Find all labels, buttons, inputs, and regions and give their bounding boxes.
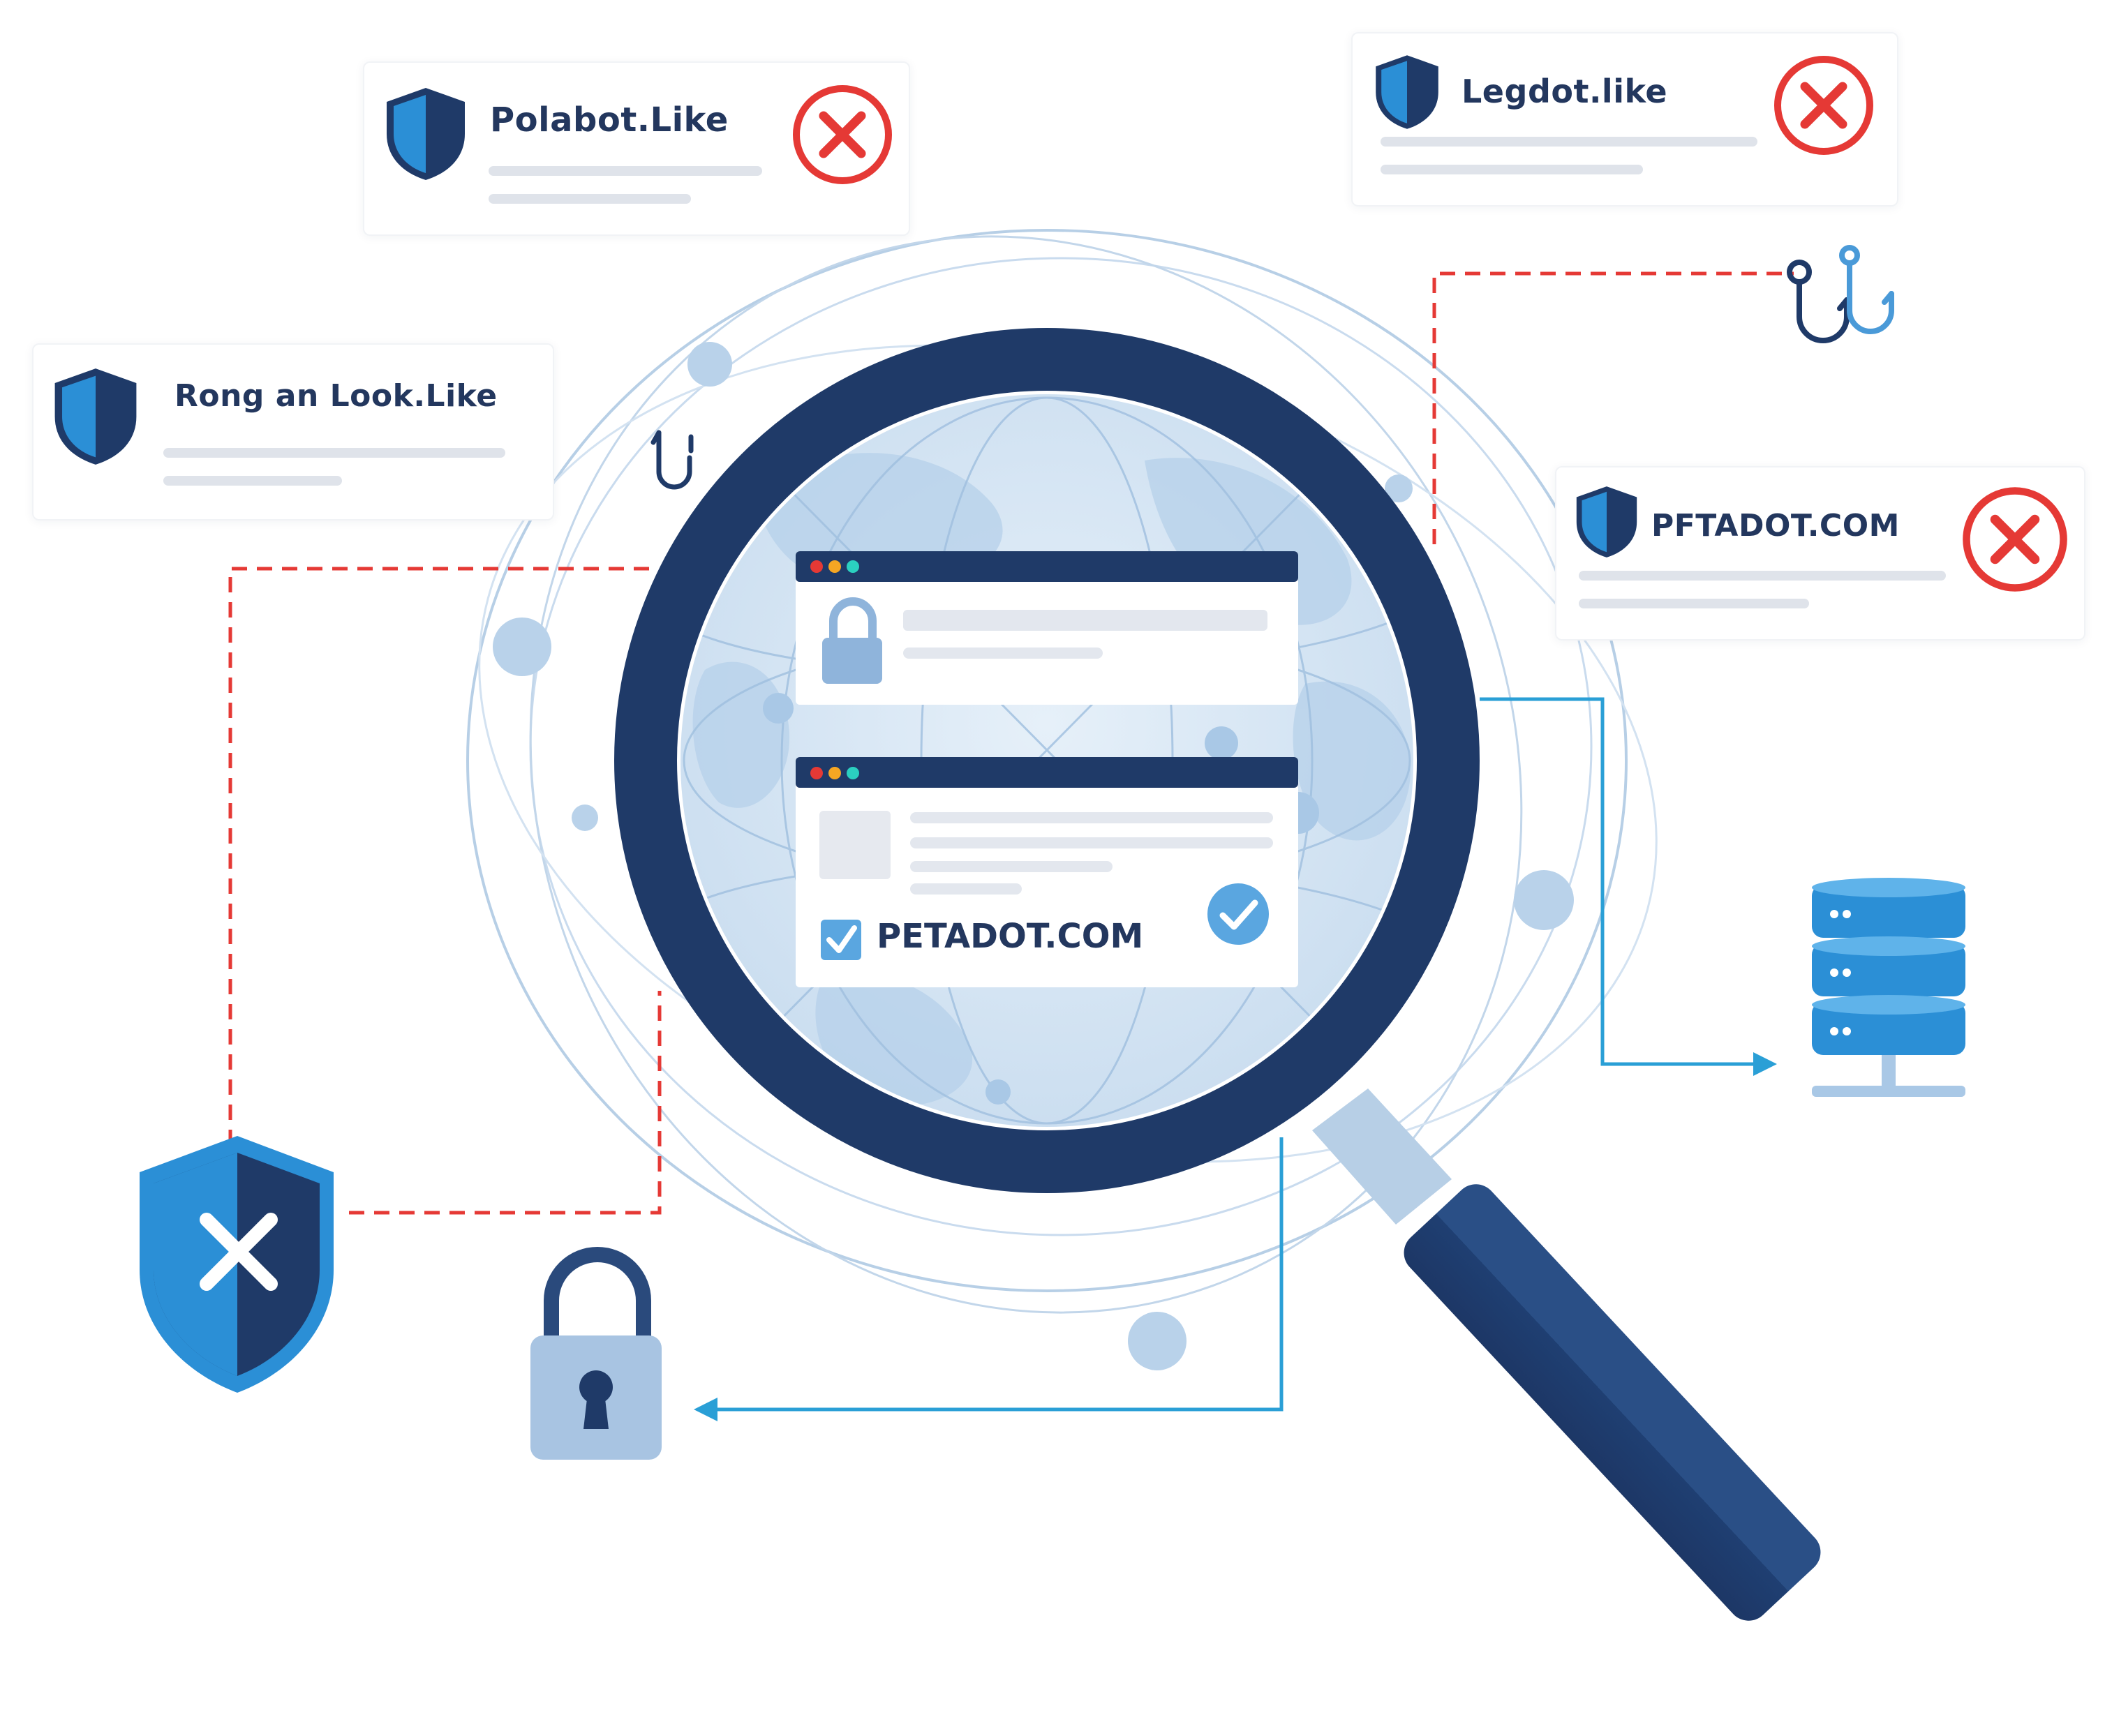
card-text-line <box>1381 165 1643 174</box>
verified-window <box>796 757 1298 987</box>
reject-icon <box>793 85 892 184</box>
card-text-line <box>1579 599 1809 608</box>
network-nodes <box>493 342 1574 1370</box>
card-text-line <box>163 448 505 458</box>
shield-icon <box>1376 55 1438 129</box>
card-text-line <box>1381 137 1757 147</box>
domain-card-polabot: Polabot.Like <box>363 61 910 236</box>
card-title: PFTADOT.COM <box>1651 508 1900 544</box>
domain-card-pftadot: PFTADOT.COM <box>1555 466 2085 641</box>
server-icon <box>1812 878 1965 1097</box>
magnifier-rim <box>614 328 1480 1193</box>
lock-icon-window <box>822 597 882 684</box>
fishing-hook-icon-small <box>650 430 694 490</box>
verified-domain-label: PETADOT.COM <box>877 917 1144 956</box>
card-text-line <box>1579 571 1946 581</box>
shield-icon <box>1576 486 1637 558</box>
magnifier-handle <box>1312 1088 1821 1621</box>
checkbox-icon <box>821 920 861 960</box>
shield-icon <box>387 88 465 180</box>
fishing-hook-icon-large <box>1787 245 1894 343</box>
shield-icon <box>54 368 137 465</box>
card-title: Polabot.Like <box>490 100 729 140</box>
dashed-connectors <box>228 271 1794 1215</box>
blue-connectors <box>706 697 1759 1412</box>
card-text-line <box>489 166 762 176</box>
blocked-shield-icon <box>140 1136 334 1393</box>
card-text-line <box>489 194 691 204</box>
card-title: Legdot.like <box>1461 73 1668 110</box>
arrowhead-server <box>1753 1052 1777 1076</box>
reject-icon <box>1963 487 2067 592</box>
domain-card-legdot: Legdot.like <box>1351 32 1898 207</box>
arrowhead-lock <box>694 1398 717 1421</box>
check-circle-icon <box>1207 883 1269 945</box>
reject-icon <box>1774 56 1873 155</box>
padlock-icon <box>530 1247 662 1460</box>
card-title: Rong an Look.Like <box>174 378 498 414</box>
card-text-line <box>163 476 342 486</box>
domain-card-rong: Rong an Look.Like <box>32 343 554 521</box>
secure-window <box>796 551 1298 705</box>
